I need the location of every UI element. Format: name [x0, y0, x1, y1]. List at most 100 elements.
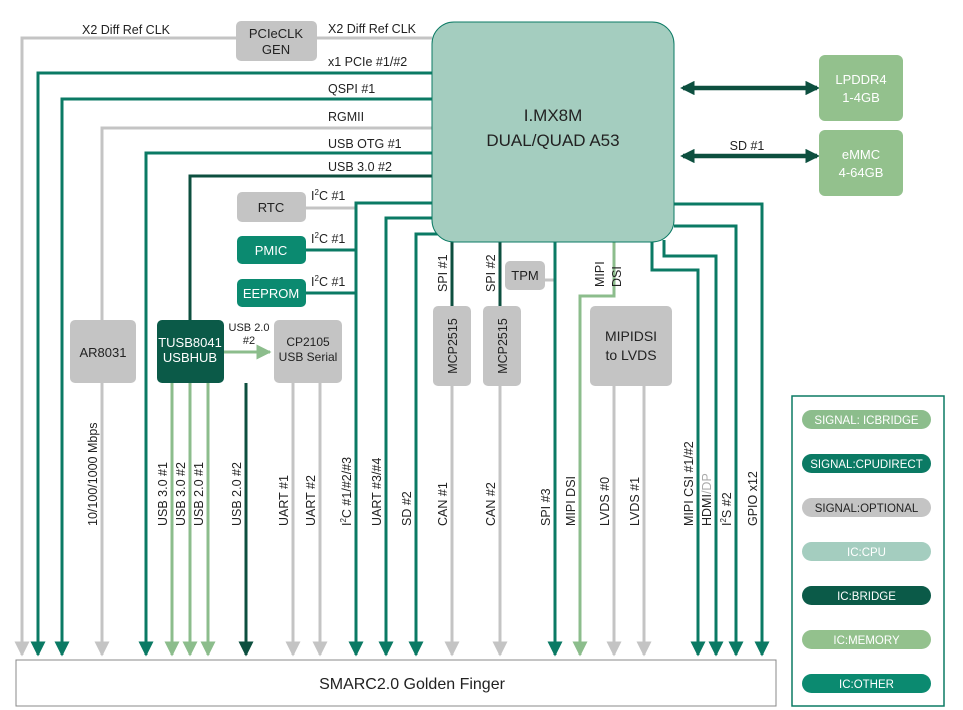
usb-otg-line — [138, 151, 432, 657]
gpio-label: GPIO x12 — [746, 471, 760, 526]
tusb8041-box — [157, 320, 224, 383]
legend-pill-4 — [802, 586, 931, 605]
lpddr4-label-2: 1-4GB — [842, 90, 880, 105]
legend-pill-1 — [802, 454, 931, 473]
emmc-box — [819, 130, 903, 196]
legend-label-6: IC:OTHER — [839, 679, 894, 691]
usb30-1-label: USB 3.0 #1 — [156, 462, 170, 526]
spi2-label: SPI #2 — [484, 254, 498, 292]
legend-label-5: IC:MEMORY — [833, 635, 900, 647]
mipi-dsi-top-label-1: MIPI — [593, 261, 607, 287]
pcieclk-label-1: PCIeCLK — [249, 26, 304, 41]
diff-ref-clk-right-label: X2 Diff Ref CLK — [328, 22, 417, 36]
mcp2515-1-box — [433, 306, 471, 386]
sd2-line — [408, 232, 440, 657]
mipi-dsi-line — [572, 242, 616, 657]
uart34-line — [378, 216, 432, 657]
eeprom-label: EEPROM — [243, 286, 299, 301]
mipi-dsi-top-label-2: DSI — [610, 266, 624, 287]
golden-finger-box — [15, 659, 777, 707]
tpm-box — [505, 261, 545, 290]
legend-label-2: SIGNAL:OPTIONAL — [815, 503, 919, 515]
qspi-line — [54, 97, 432, 657]
emmc-label-2: 4-64GB — [839, 165, 884, 180]
cpu-label-1: I.MX8M — [524, 106, 583, 125]
lvds1-label: LVDS #1 — [628, 477, 642, 526]
cp2105-label-1: CP2105 — [286, 335, 330, 349]
uart1-label: UART #1 — [277, 475, 291, 526]
legend-pill-0 — [802, 410, 931, 429]
pcie-label: x1 PCIe #1/#2 — [328, 55, 407, 69]
legend-pill-2 — [802, 498, 931, 517]
emmc-label-1: eMMC — [842, 147, 880, 162]
mipidsi-lvds-label-1: MIPIDSI — [605, 328, 657, 344]
usb30-hub-line — [188, 174, 432, 322]
i2c-bus-label: I2C #1/#2/#3 — [339, 457, 354, 526]
pcieclk-label-2: GEN — [262, 42, 290, 57]
rgmii-line — [94, 126, 432, 657]
eeprom-i2c-label: I2C #1 — [311, 274, 345, 289]
legend: SIGNAL: ICBRIDGE SIGNAL:CPUDIRECT SIGNAL:O… — [802, 410, 931, 693]
mipi-dsi-label: MIPI DSI — [564, 476, 578, 526]
legend-label-0: SIGNAL: ICBRIDGE — [814, 415, 918, 427]
usb20-2-label: USB 2.0 #2 — [230, 462, 244, 526]
usb-otg-label: USB OTG #1 — [328, 137, 402, 151]
mcp2515-1-label: MCP2515 — [446, 318, 460, 374]
cp2105-label-2: USB Serial — [279, 350, 338, 364]
mipi-csi-line — [650, 242, 706, 657]
cpu-box — [431, 21, 675, 243]
i2c-main-line — [348, 201, 432, 657]
hdmi-dp-label: HDMI/DP — [700, 473, 714, 526]
spi1-label: SPI #1 — [436, 254, 450, 292]
cp2105-box — [274, 320, 342, 383]
legend-label-3: IC:CPU — [847, 547, 886, 559]
mipi-csi-label: MIPI CSI #1/#2 — [682, 441, 696, 526]
rtc-box — [237, 192, 306, 222]
pmic-label: PMIC — [255, 243, 288, 258]
rtc-label: RTC — [258, 200, 284, 215]
pcie-line — [30, 71, 432, 657]
gpio-line — [674, 202, 770, 657]
mcp2515-2-label: MCP2515 — [496, 318, 510, 374]
ar8031-box — [70, 320, 136, 383]
usb30-2-label: USB 3.0 #2 — [174, 462, 188, 526]
eth-speed-label: 10/100/1000 Mbps — [86, 422, 100, 526]
pmic-box — [237, 236, 306, 264]
lpddr4-box — [819, 55, 903, 121]
sd2-label: SD #2 — [400, 491, 414, 526]
mcp2515-2-box — [483, 306, 521, 386]
can1-label: CAN #1 — [436, 482, 450, 526]
sd1-label: SD #1 — [730, 139, 765, 153]
legend-pill-6 — [802, 674, 931, 693]
hdmi-line — [662, 240, 724, 657]
usb30-2-top-label: USB 3.0 #2 — [328, 160, 392, 174]
uart34-label: UART #3/#4 — [370, 458, 384, 526]
pmic-i2c-label: I2C #1 — [311, 231, 345, 246]
tpm-label: TPM — [511, 268, 538, 283]
mipidsi-lvds-box — [590, 306, 672, 386]
golden-finger-label: SMARC2.0 Golden Finger — [319, 676, 506, 693]
rtc-i2c-label: I2C #1 — [311, 188, 345, 203]
legend-pill-5 — [802, 630, 931, 649]
usb20-2-top-label-2: #2 — [243, 335, 255, 347]
pcieclk-box — [236, 21, 317, 61]
can2-label: CAN #2 — [484, 482, 498, 526]
cpu-label-2: DUAL/QUAD A53 — [486, 131, 619, 150]
usb20-1-label: USB 2.0 #1 — [192, 462, 206, 526]
spi3-label: SPI #3 — [539, 488, 553, 526]
ar8031-label: AR8031 — [80, 345, 127, 360]
legend-pill-3 — [802, 542, 931, 561]
mipidsi-lvds-label-2: to LVDS — [605, 347, 656, 363]
diff-ref-clk-left-label: X2 Diff Ref CLK — [82, 23, 171, 37]
rgmii-label: RGMII — [328, 110, 364, 124]
legend-label-1: SIGNAL:CPUDIRECT — [810, 459, 922, 471]
lvds0-label: LVDS #0 — [598, 477, 612, 526]
legend-label-4: IC:BRIDGE — [837, 591, 896, 603]
tusb-label-1: TUSB8041 — [158, 335, 222, 350]
lpddr4-label-1: LPDDR4 — [835, 72, 886, 87]
diff-ref-clk-left-line — [14, 36, 236, 657]
usb20-2-top-label-1: USB 2.0 — [229, 322, 270, 334]
i2s-line — [674, 224, 744, 657]
eeprom-box — [237, 279, 306, 307]
